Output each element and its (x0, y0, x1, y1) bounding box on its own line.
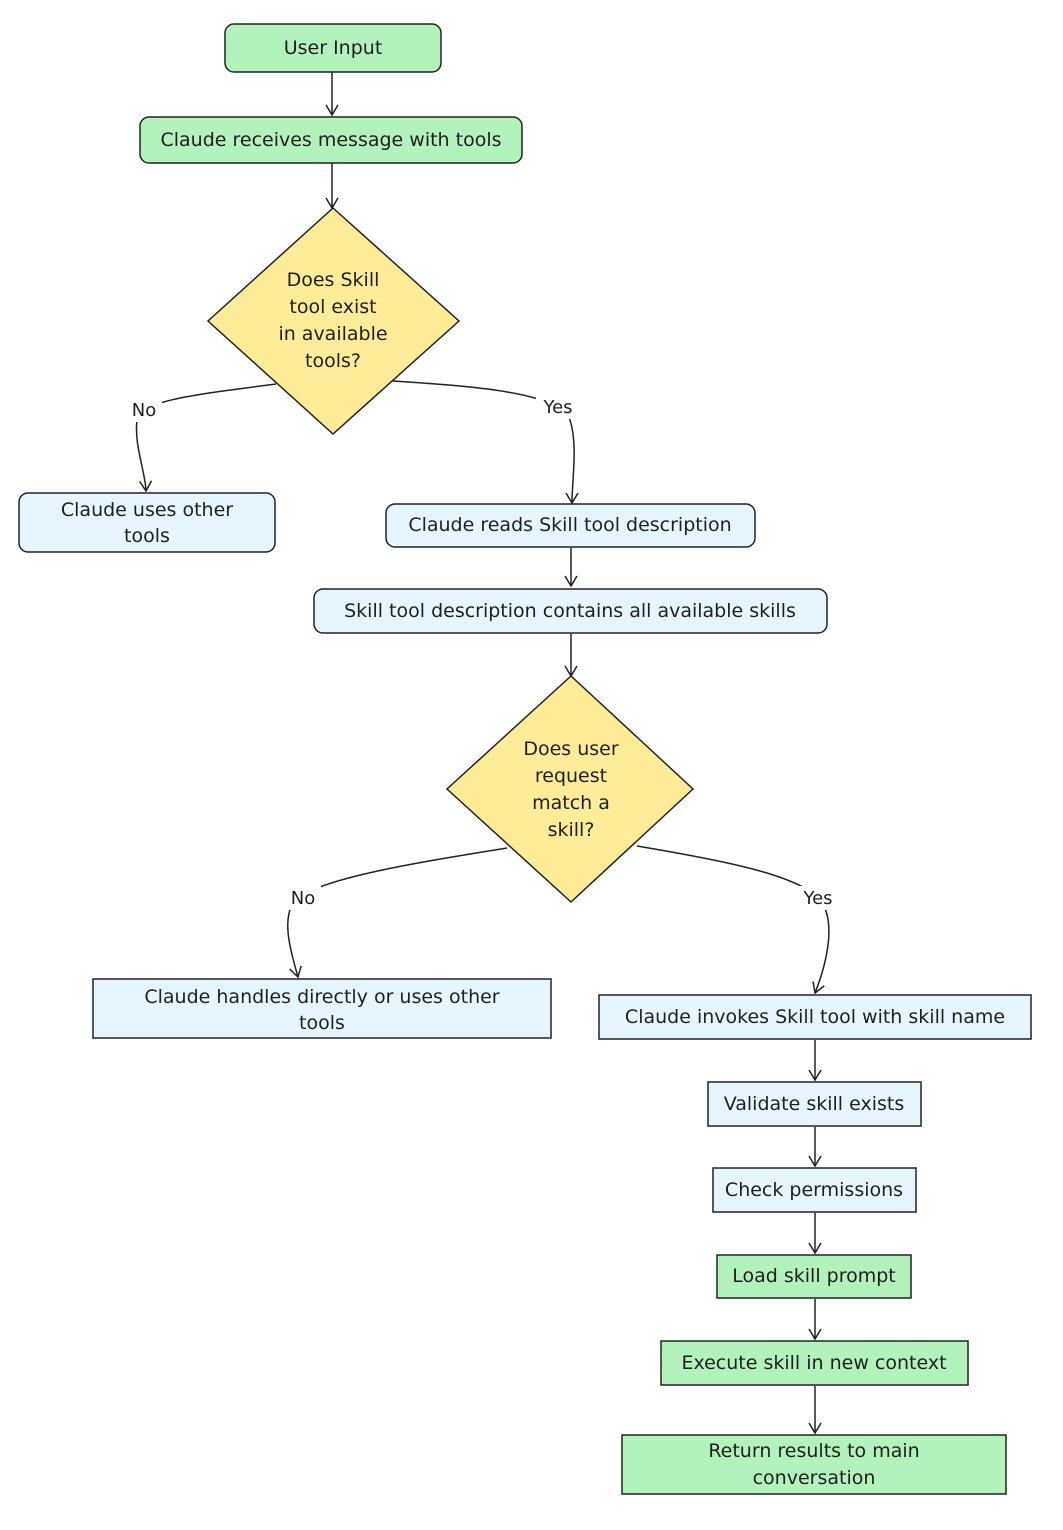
node-reads-description-label: Claude reads Skill tool description (408, 514, 731, 536)
edge-decision2-yes (636, 845, 830, 995)
edge-label-no-2: No (291, 888, 315, 909)
node-validate-skill[interactable]: Validate skill exists (707, 1081, 922, 1127)
node-execute-skill[interactable]: Execute skill in new context (660, 1340, 969, 1386)
node-user-input[interactable]: User Input (224, 23, 442, 73)
node-uses-other-tools-line-1: Claude uses other (61, 499, 233, 521)
node-invokes-skill-label: Claude invokes Skill tool with skill nam… (625, 1006, 1005, 1028)
decision-request-match[interactable]: Does user request match a skill? (445, 674, 695, 904)
node-handles-directly-line-1: Claude handles directly or uses other (144, 986, 499, 1008)
node-invokes-skill[interactable]: Claude invokes Skill tool with skill nam… (598, 994, 1032, 1040)
decision-skill-tool-line-4: tools? (305, 350, 361, 372)
node-uses-other-tools[interactable]: Claude uses other tools (18, 492, 276, 553)
decision-skill-tool-line-1: Does Skill (287, 269, 380, 291)
node-return-results-line-2: conversation (753, 1467, 876, 1489)
edge-label-yes-1: Yes (542, 397, 572, 418)
decision-match-line-2: request (535, 765, 607, 787)
decision-match-line-3: match a (532, 792, 610, 814)
node-handles-directly-line-2: tools (299, 1012, 345, 1034)
edge-label-bg (536, 395, 580, 419)
edge-label-yes-2: Yes (802, 888, 832, 909)
edge-label-bg (126, 398, 162, 422)
node-load-prompt-label: Load skill prompt (732, 1265, 896, 1287)
node-claude-receives[interactable]: Claude receives message with tools (139, 116, 523, 164)
node-validate-skill-label: Validate skill exists (724, 1093, 905, 1115)
node-user-input-label: User Input (284, 37, 383, 59)
node-claude-receives-label: Claude receives message with tools (160, 129, 501, 151)
edge-label-no-1: No (132, 400, 156, 421)
node-description-contains[interactable]: Skill tool description contains all avai… (313, 588, 828, 634)
edge-label-bg (285, 886, 321, 910)
node-reads-description[interactable]: Claude reads Skill tool description (385, 503, 756, 548)
node-execute-skill-label: Execute skill in new context (681, 1352, 946, 1374)
decision-skill-tool-line-3: in available (278, 323, 387, 345)
node-return-results-line-1: Return results to main (708, 1440, 919, 1462)
node-description-contains-label: Skill tool description contains all avai… (344, 600, 796, 622)
edge-label-bg (796, 886, 840, 910)
node-uses-other-tools-line-2: tools (124, 525, 170, 547)
decision-match-line-4: skill? (548, 819, 595, 841)
decision-match-line-1: Does user (523, 738, 619, 760)
node-load-prompt[interactable]: Load skill prompt (716, 1254, 912, 1299)
node-return-results[interactable]: Return results to main conversation (621, 1434, 1007, 1495)
node-check-permissions[interactable]: Check permissions (712, 1167, 917, 1213)
decision-skill-tool-exists[interactable]: Does Skill tool exist in available tools… (206, 206, 461, 436)
node-check-permissions-label: Check permissions (725, 1179, 903, 1201)
node-handles-directly[interactable]: Claude handles directly or uses other to… (92, 978, 552, 1039)
decision-skill-tool-line-2: tool exist (289, 296, 376, 318)
edge-decision2-no (287, 847, 508, 979)
